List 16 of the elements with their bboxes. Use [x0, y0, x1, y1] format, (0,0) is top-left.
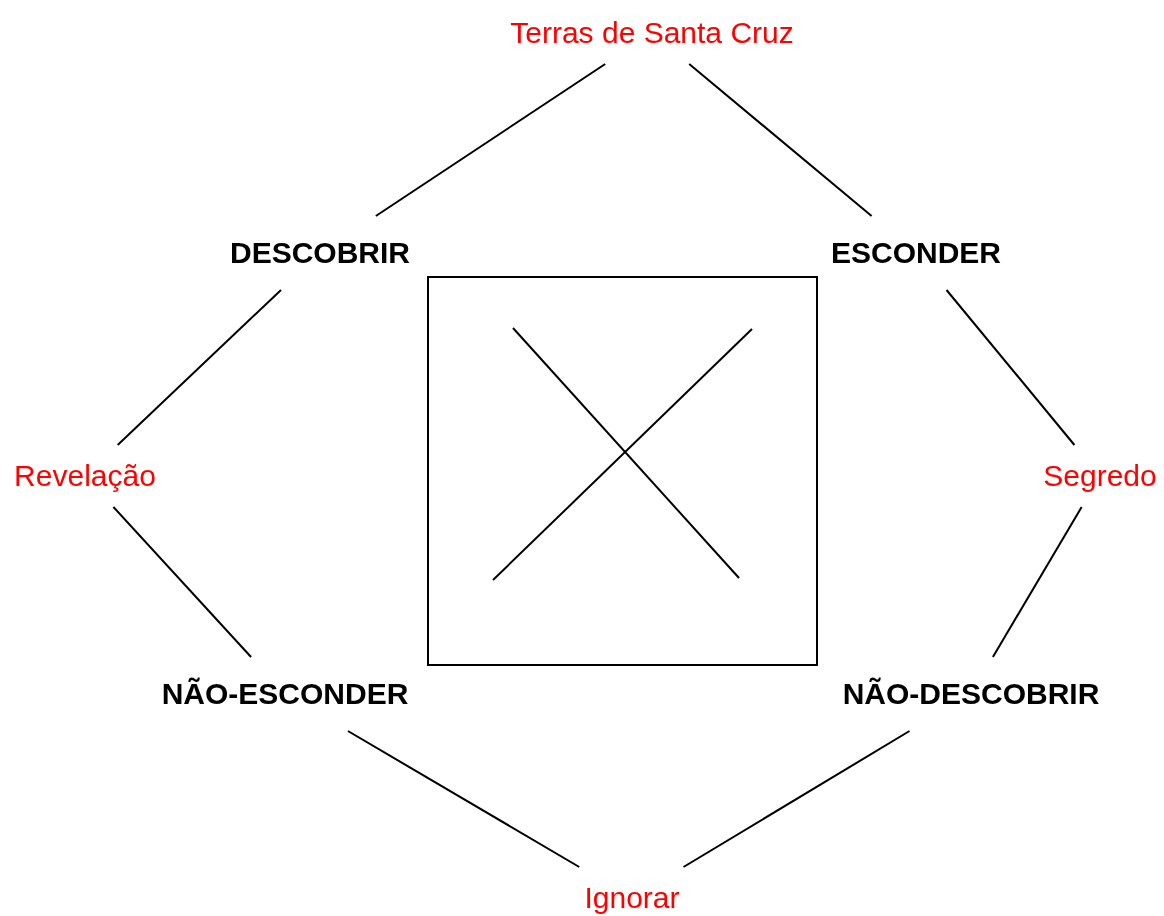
pole-label: NÃO-ESCONDER [153, 657, 417, 731]
connector-line [374, 63, 607, 217]
term-label: Terras de Santa Cruz [504, 2, 800, 64]
term-label: Segredo [1037, 445, 1163, 507]
term-label: Ignorar [578, 867, 686, 916]
connector-line [682, 730, 911, 868]
pole-label: NÃO-DESCOBRIR [834, 657, 1108, 731]
pole-label: DESCOBRIR [222, 216, 418, 290]
connector-line [688, 63, 873, 217]
connector-line [945, 289, 1076, 446]
pole-label: ESCONDER [823, 216, 1009, 290]
connector-line [346, 730, 581, 868]
connector-line [991, 506, 1083, 658]
connector-line [112, 506, 253, 658]
term-label: Revelação [8, 445, 162, 507]
connector-line [116, 289, 282, 446]
